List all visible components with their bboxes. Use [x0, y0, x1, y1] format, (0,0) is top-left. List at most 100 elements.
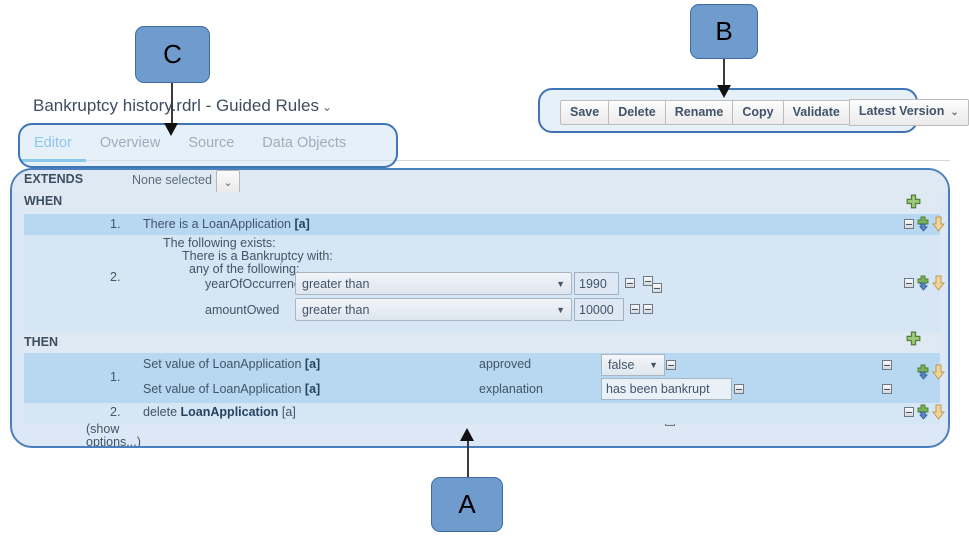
constraint-1-operator-label: greater than — [302, 276, 370, 291]
extends-select[interactable]: None selected ⌄ — [130, 170, 240, 194]
chevron-down-icon: ⌄ — [950, 107, 959, 118]
when-row-2-number: 2. — [110, 270, 121, 284]
constraint-2-operator-label: greater than — [302, 302, 370, 317]
plus-blue-arrow-icon[interactable] — [915, 364, 931, 385]
then-action-2-binding: [a] — [304, 382, 321, 396]
minimize-box-icon[interactable] — [630, 304, 640, 314]
then-action-2-label: Set value of LoanApplication — [143, 382, 305, 396]
extends-selected-value: None selected — [132, 173, 212, 187]
callout-b-arrow — [717, 85, 731, 98]
tab-data-objects[interactable]: Data Objects — [262, 135, 347, 151]
minimize-box-icon[interactable] — [643, 304, 653, 314]
callout-b: B — [690, 4, 758, 59]
tab-editor[interactable]: Editor — [20, 131, 86, 162]
arrow-up-icon[interactable] — [947, 364, 948, 380]
constraint-2-value-input[interactable]: 10000 — [574, 298, 624, 321]
rename-button[interactable]: Rename — [664, 100, 733, 125]
callout-c-line — [171, 83, 173, 123]
chevron-down-icon: ▼ — [556, 278, 565, 289]
chevron-down-icon: ▼ — [649, 360, 658, 370]
arrow-up-icon[interactable] — [947, 216, 948, 232]
tab-source[interactable]: Source — [188, 135, 235, 151]
save-button[interactable]: Save — [560, 100, 609, 125]
extends-row — [12, 170, 948, 192]
version-dropdown-button[interactable]: Latest Version ⌄ — [848, 99, 969, 126]
version-dropdown-label: Latest Version — [858, 104, 945, 118]
constraint-1-value-input[interactable]: 1990 — [574, 272, 619, 295]
constraint-1-field: yearOfOccurrence — [205, 277, 308, 291]
plus-blue-arrow-icon[interactable] — [915, 404, 931, 425]
arrow-down-icon[interactable] — [931, 216, 946, 232]
minimize-box-icon[interactable] — [882, 360, 892, 370]
copy-button[interactable]: Copy — [732, 100, 783, 125]
minimize-box-icon[interactable] — [666, 360, 676, 370]
plus-blue-arrow-icon[interactable] — [915, 216, 931, 237]
callout-c-arrow — [164, 123, 178, 136]
chevron-down-icon: ▼ — [556, 304, 565, 315]
constraint-2-operator-select[interactable]: greater than ▼ — [295, 298, 572, 321]
then-action-2-text: Set value of LoanApplication [a] — [143, 382, 320, 396]
then-action-1-label: Set value of LoanApplication — [143, 357, 305, 371]
show-options-line-2[interactable]: options...) — [86, 435, 141, 448]
then-row-2[interactable] — [24, 403, 940, 424]
chevron-down-icon[interactable]: ⌄ — [321, 100, 333, 114]
then-action-1-value-label: false — [608, 358, 635, 372]
when-row-1-label: There is a LoanApplication — [143, 217, 295, 231]
when-header-band — [24, 192, 940, 214]
show-options-line-1[interactable]: (show — [86, 422, 120, 436]
then-row-1-number: 1. — [110, 370, 121, 384]
then-row-1[interactable] — [24, 353, 940, 403]
when-row-1-number: 1. — [110, 217, 121, 231]
arrow-down-icon[interactable] — [931, 364, 946, 380]
minimize-box-icon[interactable] — [652, 283, 662, 293]
page-title: Bankruptcy history.rdrl - Guided Rules⌄ — [33, 96, 332, 116]
arrow-up-icon[interactable] — [947, 404, 948, 420]
minimize-box-icon[interactable] — [904, 407, 914, 417]
callout-a-line — [467, 441, 469, 479]
minimize-box-icon[interactable] — [734, 384, 744, 394]
then-action-2-field: explanation — [479, 382, 543, 396]
minimize-box-icon[interactable] — [643, 276, 653, 286]
minimize-box-icon[interactable] — [882, 384, 892, 394]
callout-a: A — [431, 477, 503, 532]
arrow-down-icon[interactable] — [931, 275, 946, 291]
arrow-up-icon[interactable] — [947, 275, 948, 291]
guided-rule-editor-panel: EXTENDS None selected ⌄ WHEN 1. There is… — [10, 168, 950, 448]
then-label: THEN — [24, 335, 59, 349]
plus-green-icon[interactable] — [905, 331, 922, 348]
when-row-1-binding: [a] — [294, 217, 310, 231]
when-row-1-text: There is a LoanApplication [a] — [143, 217, 310, 231]
minimize-box-icon[interactable] — [904, 219, 914, 229]
then-row-2-suffix: [a] — [281, 405, 296, 419]
then-action-1-field: approved — [479, 357, 532, 371]
when-row-1[interactable] — [24, 214, 940, 235]
then-action-1-binding: [a] — [304, 357, 321, 371]
callout-b-line — [723, 59, 725, 85]
page-title-text: Bankruptcy history.rdrl - Guided Rules — [33, 96, 319, 115]
then-action-2-value-input[interactable]: has been bankrupt — [601, 378, 732, 400]
then-header-band — [24, 333, 940, 353]
callout-a-arrow — [460, 428, 474, 441]
then-action-1-text: Set value of LoanApplication [a] — [143, 357, 320, 371]
extends-label: EXTENDS — [24, 172, 84, 186]
minimize-box-icon[interactable] — [625, 278, 635, 288]
delete-button[interactable]: Delete — [608, 100, 665, 125]
editor-toolbar: Save Delete Rename Copy Validate Latest … — [560, 99, 969, 126]
plus-blue-arrow-icon[interactable] — [915, 275, 931, 296]
then-row-2-text: delete LoanApplication [a] — [143, 405, 296, 419]
chevron-down-icon[interactable]: ⌄ — [215, 170, 240, 194]
then-row-2-binding: LoanApplication — [180, 405, 282, 419]
validate-button[interactable]: Validate — [782, 100, 849, 125]
when-row-2-line-3: any of the following: — [189, 262, 300, 276]
arrow-down-icon[interactable] — [931, 404, 946, 420]
minimize-box-icon[interactable] — [904, 278, 914, 288]
constraint-1-operator-select[interactable]: greater than ▼ — [295, 272, 572, 295]
tab-overview[interactable]: Overview — [99, 135, 161, 151]
tab-bar: Editor Overview Source Data Objects — [20, 131, 950, 162]
then-row-2-label: delete — [143, 405, 181, 419]
then-row-2-number: 2. — [110, 405, 121, 419]
callout-c: C — [135, 26, 210, 83]
then-action-1-value-select[interactable]: false ▼ — [601, 354, 665, 376]
when-label: WHEN — [24, 194, 63, 208]
plus-green-icon[interactable] — [905, 194, 922, 211]
